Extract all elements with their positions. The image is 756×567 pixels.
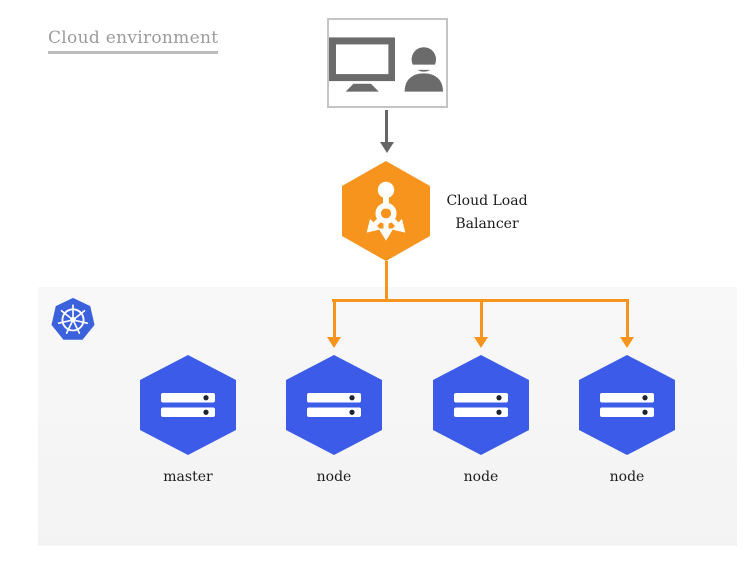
arrow-line-node1 xyxy=(332,299,336,337)
arrow-line-node2 xyxy=(479,299,483,337)
server-icon xyxy=(600,393,654,417)
kubernetes-icon xyxy=(51,297,95,340)
arrowhead-node2 xyxy=(474,337,488,348)
arrow-line-node3 xyxy=(625,299,629,337)
node-label: master xyxy=(163,469,213,485)
arrowhead-node3 xyxy=(620,337,634,348)
server-icon xyxy=(454,393,508,417)
user-icon xyxy=(404,47,444,92)
monitor-icon xyxy=(329,37,396,92)
server-icon xyxy=(307,393,361,417)
load-balancer-label: Cloud Load Balancer xyxy=(446,193,528,232)
load-balancer-icon xyxy=(366,181,406,241)
diagram-title: Cloud environment xyxy=(48,28,219,54)
server-icon xyxy=(161,393,215,417)
arrowhead-node1 xyxy=(327,337,341,348)
user-to-loadbalancer-arrowhead xyxy=(379,142,394,153)
node-label: node xyxy=(316,469,352,485)
node-label: node xyxy=(609,469,645,485)
node-label: node xyxy=(463,469,499,485)
user-workstation-box xyxy=(327,18,448,108)
load-balancer-hexagon xyxy=(342,161,430,261)
user-to-loadbalancer-arrow-line xyxy=(385,110,388,142)
loadbalancer-drop-line xyxy=(384,261,388,301)
